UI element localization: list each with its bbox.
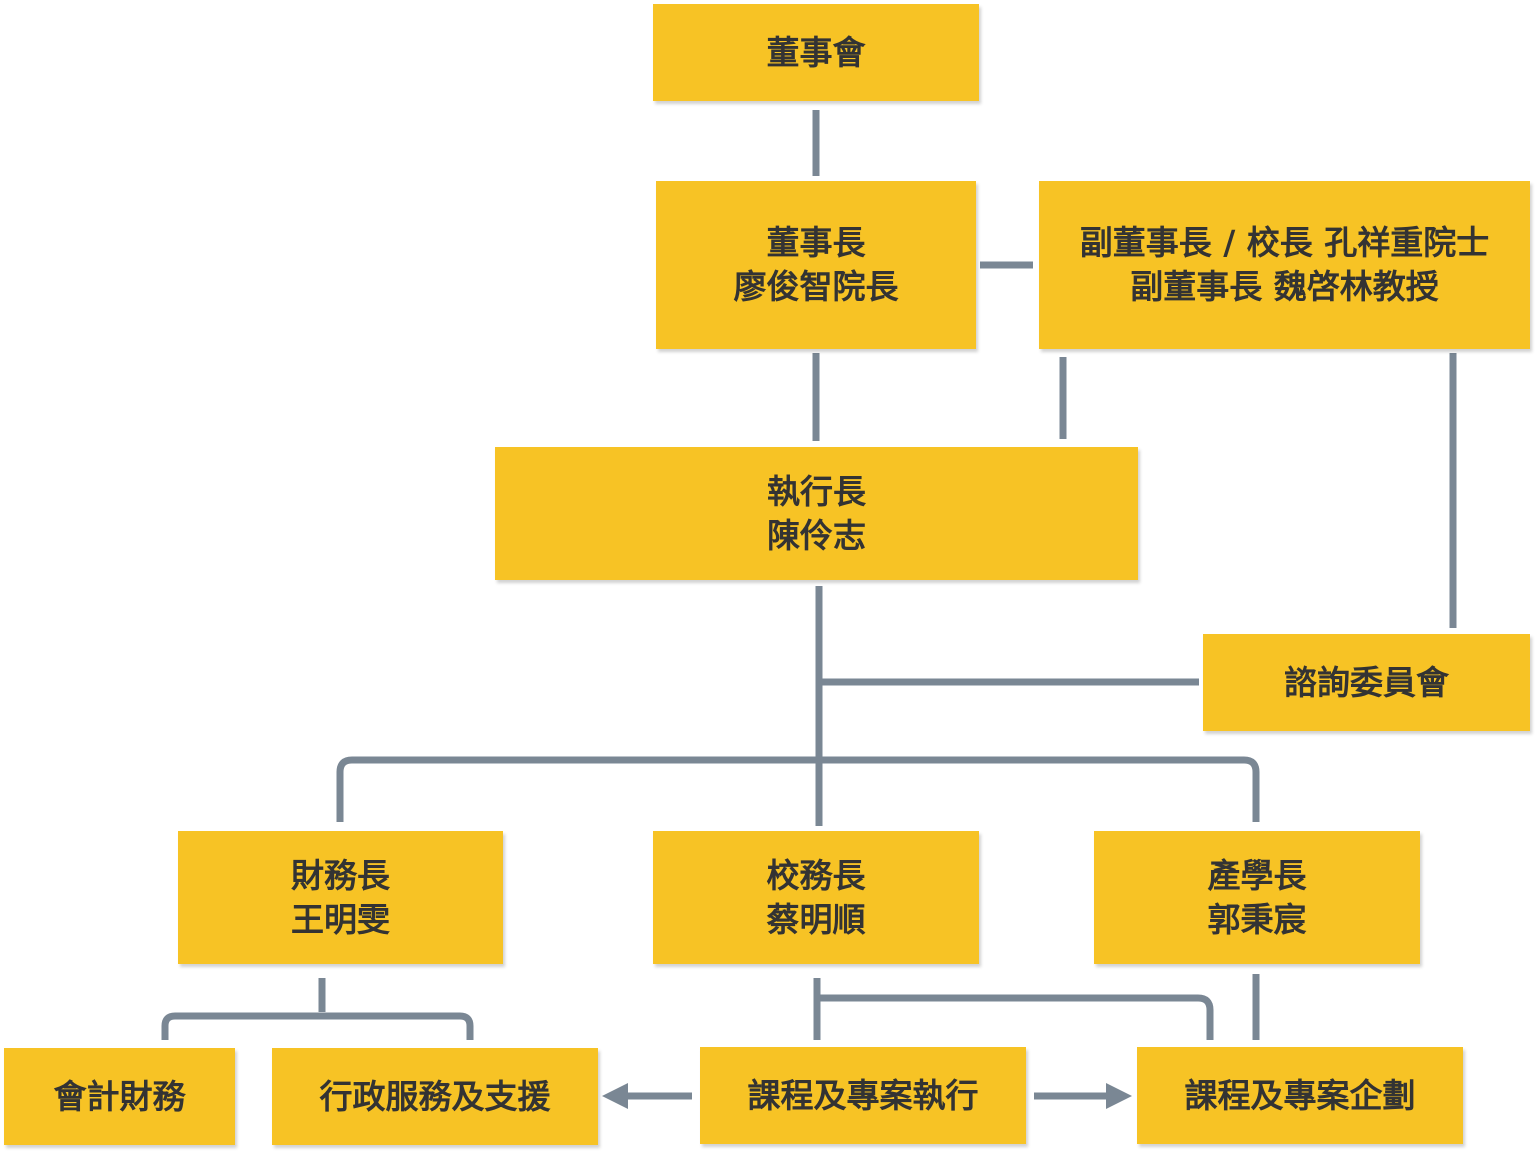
advisory-committee-label: 諮詢委員會: [1284, 662, 1449, 702]
cfo-box: 財務長 王明雯: [178, 831, 503, 964]
course-execution-label: 課程及專案執行: [747, 1075, 979, 1115]
course-planning-label: 課程及專案企劃: [1184, 1075, 1416, 1115]
chairman-name: 廖俊智院長: [733, 267, 899, 306]
industry-title: 產學長: [1207, 855, 1307, 895]
provost-title: 校務長: [766, 855, 866, 895]
cfo-sub-branch-line: [161, 1012, 474, 1040]
cfo-name: 王明雯: [291, 899, 390, 939]
chairman-box: 董事長 廖俊智院長: [656, 181, 976, 349]
arrowhead-right: [1106, 1083, 1132, 1109]
board-box: 董事會: [653, 4, 979, 101]
accounting-label: 會計財務: [53, 1076, 186, 1116]
arrowhead-left: [602, 1083, 628, 1109]
provost-box: 校務長 蔡明順: [653, 831, 979, 964]
advisory-committee-box: 諮詢委員會: [1203, 634, 1530, 731]
provost-plan-line: [817, 994, 1214, 1040]
admin-support-label: 行政服務及支援: [319, 1076, 551, 1116]
industry-box: 產學長 郭秉宸: [1094, 831, 1420, 964]
admin-support-box: 行政服務及支援: [272, 1048, 598, 1145]
board-label: 董事會: [766, 32, 866, 72]
ceo-box: 執行長 陳伶志: [495, 447, 1138, 580]
vice-chairman-line-1: 副董事長 / 校長 孔祥重院士: [1079, 223, 1490, 262]
industry-name: 郭秉宸: [1207, 899, 1307, 939]
accounting-box: 會計財務: [4, 1048, 235, 1145]
executive-branch-line: [336, 756, 1260, 822]
vice-chairman-box: 副董事長 / 校長 孔祥重院士 副董事長 魏啓林教授: [1039, 181, 1530, 349]
course-planning-box: 課程及專案企劃: [1137, 1047, 1463, 1144]
vice-chairman-line-2: 副董事長 魏啓林教授: [1130, 267, 1439, 306]
chairman-title: 董事長: [766, 223, 866, 262]
ceo-name: 陳伶志: [767, 515, 866, 555]
cfo-title: 財務長: [291, 855, 390, 895]
provost-name: 蔡明順: [766, 899, 866, 939]
course-execution-box: 課程及專案執行: [700, 1047, 1026, 1144]
ceo-title: 執行長: [767, 471, 866, 511]
